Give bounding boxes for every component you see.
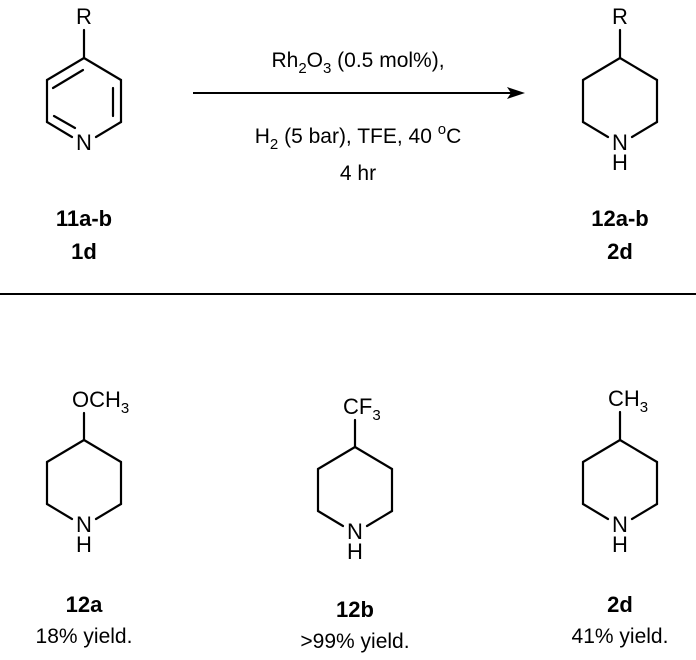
product-2d-id: 2d: [607, 592, 633, 617]
reactant-ring-bond: [94, 120, 123, 139]
product-12a-hydrogen-label: H: [76, 532, 92, 557]
reactant-nitrogen-label: N: [76, 130, 92, 155]
product-substituent-label: R: [612, 4, 628, 29]
product-2d-ring-bond: [581, 502, 610, 521]
product-12b-ring-bond: [365, 509, 394, 528]
product-id-1: 12a-b: [591, 206, 648, 231]
product-hydrogen-label: H: [612, 150, 628, 175]
product-12a-ring-bond: [94, 502, 123, 521]
conditions-catalyst: Rh2O3 (0.5 mol%),: [271, 49, 444, 77]
product-12b-ring-bond: [353, 445, 394, 471]
product-12b-ring-bond: [316, 445, 357, 471]
product-12b-id: 12b: [336, 597, 374, 622]
product-12a-yield: 18% yield.: [36, 625, 133, 648]
product-2d-ring-bond: [581, 438, 622, 464]
reactant-pyridine: R N: [45, 4, 123, 155]
product-12a-nitrogen-label: N: [76, 512, 92, 537]
product-12a-group-label: OCH3: [72, 387, 129, 417]
product-12a-ring-bond: [45, 502, 74, 521]
product-12a-ring-bond: [82, 438, 123, 464]
product-ring-bond: [581, 56, 622, 82]
product-12b-yield: >99% yield.: [300, 630, 409, 653]
product-2d-yield: 41% yield.: [572, 625, 669, 648]
product-nitrogen-label: N: [612, 130, 628, 155]
product-id-2: 2d: [607, 239, 633, 264]
product-2d-structure: CH3 N H: [581, 386, 659, 557]
product-ring-bond: [630, 120, 659, 139]
conditions-time: 4 hr: [340, 162, 376, 185]
conditions-gas-solvent-temp: H2 (5 bar), TFE, 40 oC: [255, 121, 462, 153]
product-12a-structure: OCH3 N H: [45, 387, 129, 557]
product-ring-bond: [581, 120, 610, 139]
product-2d-ring-bond: [630, 502, 659, 521]
product-2d-ring-bond: [618, 438, 659, 464]
product-piperidine: R N H: [581, 4, 659, 175]
reactant-double-bond: [51, 68, 85, 90]
reactant-id-2: 1d: [71, 239, 97, 264]
product-12b-ring-bond: [316, 509, 345, 528]
reaction-arrow-head: [507, 87, 525, 99]
product-12a-ring-bond: [45, 438, 86, 464]
product-2d-hydrogen-label: H: [612, 532, 628, 557]
product-12b-structure: CF3 N H: [316, 394, 394, 564]
reactant-substituent-label: R: [76, 4, 92, 29]
reactant-ring-bond: [45, 56, 86, 82]
reactant-ring-bond: [82, 56, 123, 82]
reactant-id-1: 11a-b: [56, 206, 112, 231]
product-2d-group-label: CH3: [608, 386, 648, 416]
product-12a-id: 12a: [66, 592, 103, 617]
product-12b-hydrogen-label: H: [347, 539, 363, 564]
product-ring-bond: [618, 56, 659, 82]
reactant-double-bond: [52, 114, 77, 130]
product-12b-group-label: CF3: [343, 394, 381, 424]
product-2d-nitrogen-label: N: [612, 512, 628, 537]
product-12b-nitrogen-label: N: [347, 519, 363, 544]
reactant-ring-bond: [45, 120, 74, 139]
